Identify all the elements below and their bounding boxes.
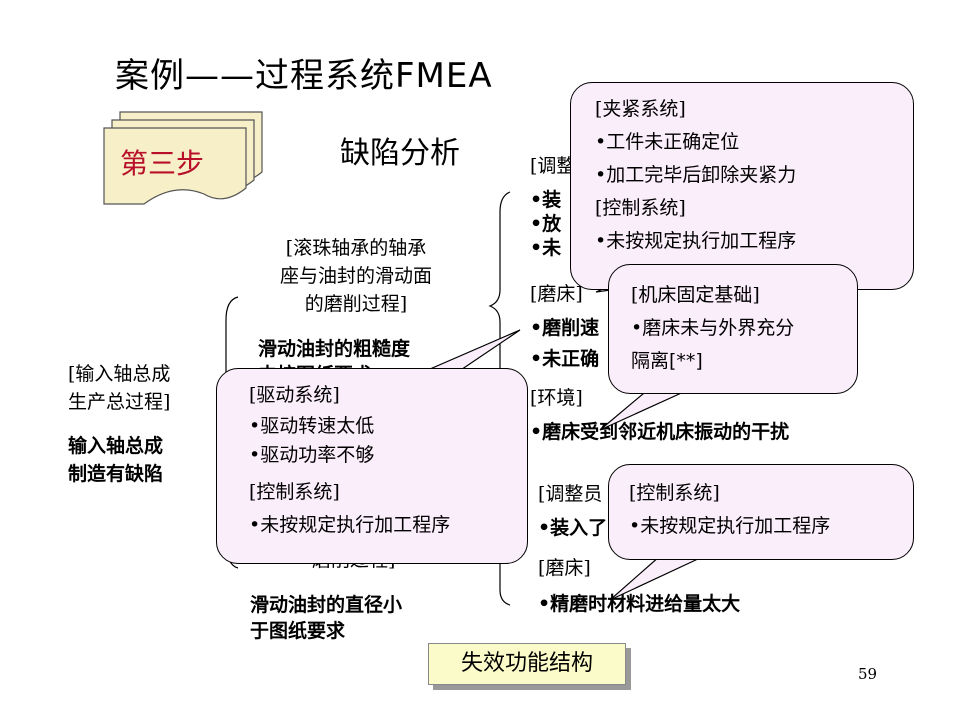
drive-item-1: •驱动转速太低 [249,415,375,437]
page-number: 59 [858,665,878,683]
clamp-item-1: •工件未正确定位 [595,131,740,153]
drive-control-item: •未按规定执行加工程序 [249,514,451,536]
group1-item-3: •未 [530,237,562,259]
clamp-item-2: •加工完毕后卸除夹紧力 [595,164,797,186]
control-header: [控制系统] [629,482,720,504]
process-label-upper: [滚珠轴承的轴承 座与油封的滑动面 的磨削过程] [279,237,432,315]
base-header: [机床固定基础] [631,284,760,306]
base-item-2: 隔离[**] [631,350,703,372]
failure-lower: 滑动油封的直径小 于图纸要求 [250,594,403,642]
clamp-control-header: [控制系统] [595,197,686,219]
section-subtitle: 缺陷分析 [340,136,460,171]
group2-item-2: •未正确 [530,348,600,370]
group3-item-1: •磨床受到邻近机床振动的干扰 [530,421,790,443]
machine-base-callout: [机床固定基础] •磨床未与外界充分 隔离[**] [608,264,858,394]
page-title: 案例——过程系统FMEA [115,56,493,96]
upper-right-bracket [488,191,511,380]
step-badge-label: 第三步 [120,147,205,180]
drive-item-2: •驱动功率不够 [249,444,375,466]
clamp-header: [夹紧系统] [595,98,686,120]
defect-total: 输入轴总成 制造有缺陷 [68,435,164,485]
group1-item-1: •装 [530,189,562,211]
drive-control-header: [控制系统] [249,481,340,503]
group5-item-1: •精磨时材料进给量太大 [538,593,741,615]
base-item-1: •磨床未与外界充分 [631,317,795,339]
group5-header: [磨床] [538,557,591,579]
group4-header: [调整员 [538,483,603,505]
group1-item-2: •放 [530,213,562,235]
clamp-control-item: •未按规定执行加工程序 [595,230,797,252]
group2-item-1: •磨削速 [530,317,600,339]
paper-stack-icon [103,111,263,205]
control-item: •未按规定执行加工程序 [629,515,831,537]
control-system-callout: [控制系统] •未按规定执行加工程序 [608,464,914,560]
base-callout-tail [599,387,689,431]
group3-header: [环境] [530,387,583,409]
failure-function-structure-label: 失效功能结构 [428,643,626,685]
control-callout-tail [609,555,701,601]
process-label-total: [输入轴总成 生产总过程] [68,363,171,413]
group1-header: [调整 [530,155,576,177]
group4-item-1: •装入了 [538,517,608,539]
group2-header: [磨床] [530,283,583,305]
clamp-system-callout: [夹紧系统] •工件未正确定位 •加工完毕后卸除夹紧力 [控制系统] •未按规定… [570,82,914,290]
drive-header: [驱动系统] [249,384,340,406]
drive-system-callout: [驱动系统] •驱动转速太低 •驱动功率不够 [控制系统] •未按规定执行加工程… [216,368,528,564]
